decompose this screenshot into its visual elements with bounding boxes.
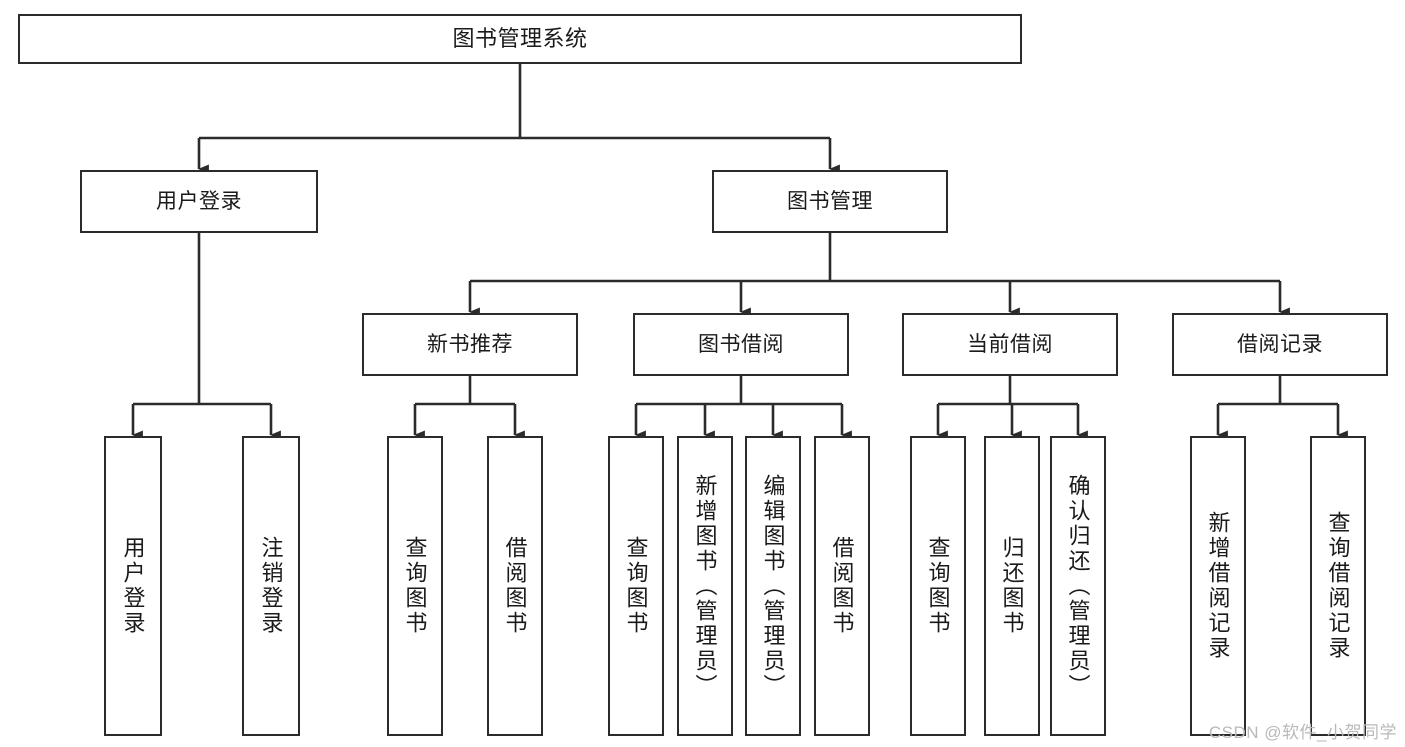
node-label: 用户登录 [120,536,146,636]
node-l8[interactable]: 借阅图书 [814,436,870,736]
node-l12[interactable]: 新增借阅记录 [1190,436,1246,736]
node-label: 借阅图书 [829,536,855,636]
node-label: 注销登录 [258,536,284,636]
node-label: 编辑图书（管理员） [760,473,786,699]
node-label: 新增借阅记录 [1205,511,1231,661]
node-l11[interactable]: 确认归还（管理员） [1050,436,1106,736]
node-label: 归还图书 [999,536,1025,636]
node-label: 查询图书 [925,536,951,636]
node-root[interactable]: 图书管理系统 [18,14,1022,64]
node-l13[interactable]: 查询借阅记录 [1310,436,1366,736]
node-label: 图书管理系统 [452,25,588,51]
node-label: 借阅记录 [1237,332,1323,356]
node-label: 用户登录 [156,189,242,213]
node-l7[interactable]: 编辑图书（管理员） [745,436,801,736]
watermark-label: CSDN @软件_小贺同学 [1208,723,1397,742]
node-login[interactable]: 用户登录 [80,170,318,233]
node-newrec[interactable]: 新书推荐 [362,313,578,376]
node-label: 当前借阅 [967,332,1053,356]
node-label: 查询图书 [402,536,428,636]
node-records[interactable]: 借阅记录 [1172,313,1388,376]
node-l6[interactable]: 新增图书（管理员） [677,436,733,736]
node-l1[interactable]: 用户登录 [104,436,162,736]
node-l10[interactable]: 归还图书 [984,436,1040,736]
node-label: 查询借阅记录 [1325,511,1351,661]
node-l4[interactable]: 借阅图书 [487,436,543,736]
node-label: 查询图书 [623,536,649,636]
node-label: 新增图书（管理员） [692,473,718,699]
node-l2[interactable]: 注销登录 [242,436,300,736]
node-label: 新书推荐 [427,332,513,356]
node-l5[interactable]: 查询图书 [608,436,664,736]
node-label: 图书管理 [787,189,873,213]
node-bookmgmt[interactable]: 图书管理 [712,170,948,233]
node-label: 图书借阅 [698,332,784,356]
node-current[interactable]: 当前借阅 [902,313,1118,376]
node-l3[interactable]: 查询图书 [387,436,443,736]
node-l9[interactable]: 查询图书 [910,436,966,736]
node-borrow[interactable]: 图书借阅 [633,313,849,376]
node-label: 借阅图书 [502,536,528,636]
node-label: 确认归还（管理员） [1065,473,1091,699]
